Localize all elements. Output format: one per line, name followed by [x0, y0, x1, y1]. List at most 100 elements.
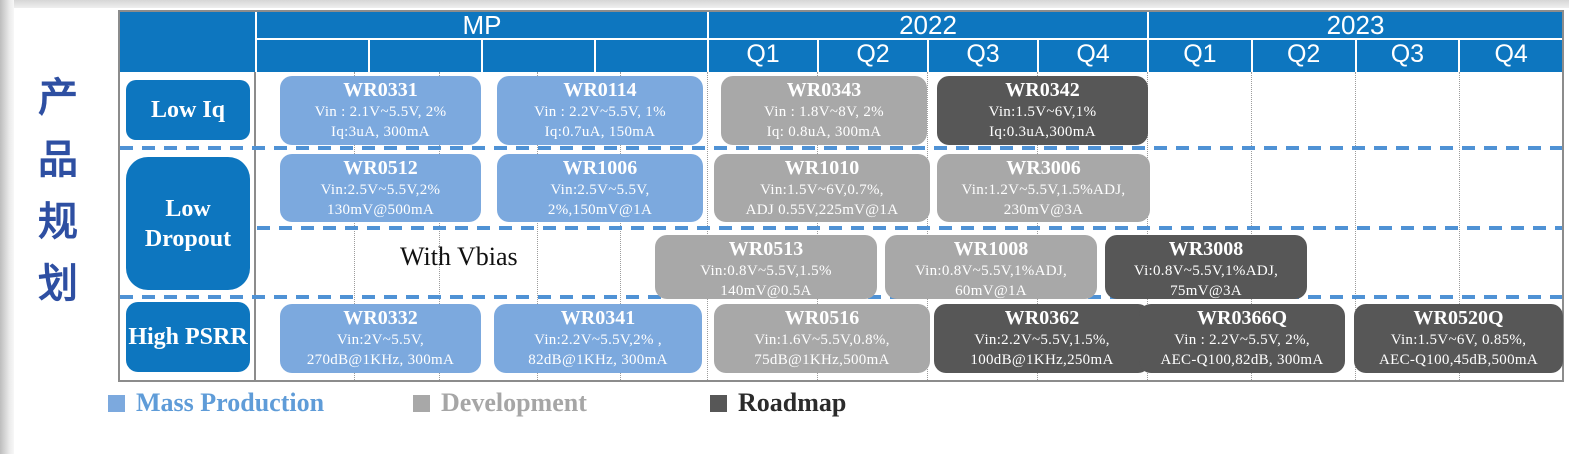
product-spec: 100dB@1KHz,250mA — [970, 352, 1114, 368]
header-quarter-cell: Q3 — [927, 40, 1037, 72]
roadmap-table: MP 2022 Q1 Q2 Q3 Q4 2023 — [118, 10, 1564, 382]
product-spec: 75mV@3A — [1170, 283, 1242, 299]
page-edge-top — [0, 0, 1569, 8]
product-spec: Vin:1.5V~6V,0.7%, — [760, 182, 884, 198]
product-name: WR3006 — [1006, 157, 1081, 179]
header-quarter-cell: Q4 — [1037, 40, 1147, 72]
product-name: WR1010 — [784, 157, 860, 179]
row-label-low-dropout: Low Dropout — [126, 157, 250, 290]
header-subcell — [368, 40, 481, 72]
header-subcell — [481, 40, 594, 72]
product-spec: Vin:0.8V~5.5V,1.5% — [700, 263, 832, 279]
roadmap-body: Low Iq Low Dropout High PSRR With Vbias … — [120, 72, 1563, 380]
product-name: WR0362 — [1004, 307, 1080, 329]
product-name: WR0343 — [786, 79, 862, 101]
header-quarter-cell: Q1 — [746, 40, 780, 68]
product-spec: Vin:2.2V~5.5V,1.5%, — [974, 332, 1110, 348]
product-spec: Vin:1.5V~6V,1% — [988, 104, 1097, 120]
product-spec: AEC-Q100,82dB, 300mA — [1160, 352, 1324, 368]
legend-swatch-mass-production — [108, 394, 125, 412]
product-name: WR0520Q — [1413, 307, 1504, 329]
product-spec: Vin : 2.1V~5.5V, 2% — [314, 104, 447, 120]
product-spec: Iq:0.7uA, 150mA — [544, 124, 656, 140]
product-spec: Vin : 1.8V~8V, 2% — [764, 104, 884, 120]
product-spec: Vin:2V~5.5V, — [336, 332, 425, 348]
row-label-low-iq: Low Iq — [126, 80, 250, 140]
product-spec: Vin : 2.2V~5.5V, 1% — [534, 104, 666, 120]
header-corner-cell — [120, 12, 257, 72]
vertical-page-title: 产品规划 — [32, 76, 77, 324]
product-card-wr3008: WR3008 Vi:0.8V~5.5V,1%ADJ, 75mV@3A — [1105, 235, 1307, 299]
product-spec: Iq: 0.8uA, 300mA — [766, 124, 882, 140]
header-group-mp: MP — [257, 12, 707, 72]
product-card-wr1008: WR1008 Vin:0.8V~5.5V,1%ADJ, 60mV@1A — [885, 235, 1097, 299]
product-card-wr0366q: WR0366Q Vin : 2.2V~5.5V, 2%, AEC-Q100,82… — [1139, 304, 1345, 373]
product-card-wr0342: WR0342 Vin:1.5V~6V,1% Iq:0.3uA,300mA — [937, 76, 1148, 145]
header-group-label: 2023 — [1149, 12, 1562, 40]
product-card-wr0341: WR0341 Vin:2.2V~5.5V,2% , 82dB@1KHz, 300… — [494, 304, 702, 373]
header-subcell — [257, 40, 368, 72]
product-name: WR0332 — [343, 307, 418, 329]
header-subrow-mp — [257, 40, 707, 72]
legend-label: Development — [441, 388, 587, 417]
product-spec: Vin : 2.2V~5.5V, 2%, — [1174, 332, 1310, 348]
product-name: WR0114 — [563, 79, 637, 101]
product-card-wr0516: WR0516 Vin:1.6V~5.5V,0.8%, 75dB@1KHz,500… — [714, 304, 930, 373]
header-quarter-cell: Q3 — [1354, 40, 1459, 72]
product-spec: Vi:0.8V~5.5V,1%ADJ, — [1133, 263, 1279, 279]
product-name: WR0513 — [728, 238, 804, 260]
legend-item-mass-production: Mass Production — [108, 388, 324, 418]
product-name: WR0341 — [560, 307, 636, 329]
header-group-2023: 2023 Q1 Q2 Q3 Q4 — [1147, 12, 1562, 72]
product-card-wr0512: WR0512 Vin:2.5V~5.5V,2% 130mV@500mA — [280, 154, 481, 222]
product-spec: 270dB@1KHz, 300mA — [306, 352, 455, 368]
product-spec: Iq:3uA, 300mA — [331, 124, 430, 140]
legend-swatch-roadmap — [710, 394, 727, 412]
product-card-wr0331: WR0331 Vin : 2.1V~5.5V, 2% Iq:3uA, 300mA — [280, 76, 481, 145]
product-card-wr0332: WR0332 Vin:2V~5.5V, 270dB@1KHz, 300mA — [280, 304, 481, 373]
label-column-divider — [254, 72, 256, 380]
product-spec: Vin:1.2V~5.5V,1.5%ADJ, — [961, 182, 1126, 198]
product-name: WR1008 — [953, 238, 1029, 260]
product-card-wr3006: WR3006 Vin:1.2V~5.5V,1.5%ADJ, 230mV@3A — [937, 154, 1150, 222]
product-card-wr1010: WR1010 Vin:1.5V~6V,0.7%, ADJ 0.55V,225mV… — [714, 154, 930, 222]
product-name: WR0516 — [784, 307, 860, 329]
product-card-wr0114: WR0114 Vin : 2.2V~5.5V, 1% Iq:0.7uA, 150… — [497, 76, 703, 145]
row-label-high-psrr: High PSRR — [126, 302, 250, 372]
page-edge-left — [0, 0, 14, 454]
product-spec: 60mV@1A — [955, 283, 1027, 299]
product-spec: 2%,150mV@1A — [547, 202, 653, 218]
product-spec: Vin:2.5V~5.5V, — [550, 182, 650, 198]
legend-item-development: Development — [413, 388, 587, 418]
product-card-wr1006: WR1006 Vin:2.5V~5.5V, 2%,150mV@1A — [497, 154, 703, 222]
row-separator-dashed — [257, 226, 1562, 230]
product-spec: AEC-Q100,45dB,500mA — [1378, 352, 1539, 368]
product-spec: 75dB@1KHz,500mA — [754, 352, 890, 368]
with-vbias-label: With Vbias — [400, 242, 518, 271]
timeline-header: MP 2022 Q1 Q2 Q3 Q4 2023 — [120, 12, 1562, 72]
product-name: WR0366Q — [1197, 307, 1287, 329]
header-subcell — [594, 40, 707, 72]
product-spec: ADJ 0.55V,225mV@1A — [745, 202, 899, 218]
header-subrow-2023: Q1 Q2 Q3 Q4 — [1149, 40, 1562, 72]
legend-item-roadmap: Roadmap — [710, 388, 846, 418]
header-quarter-cell: Q2 — [1250, 40, 1355, 72]
product-name: WR3008 — [1168, 238, 1244, 260]
product-spec: Vin:2.5V~5.5V,2% — [320, 182, 441, 198]
product-spec: Vin:2.2V~5.5V,2% , — [534, 332, 662, 348]
header-group-label: 2022 — [709, 12, 1147, 40]
product-spec: 82dB@1KHz, 300mA — [528, 352, 668, 368]
product-name: WR0331 — [343, 79, 418, 101]
product-spec: Iq:0.3uA,300mA — [989, 124, 1096, 140]
header-quarter-cell: Q1 — [1183, 40, 1217, 68]
legend-label: Mass Production — [136, 388, 325, 417]
product-spec: 130mV@500mA — [326, 202, 435, 218]
product-card-wr0343: WR0343 Vin : 1.8V~8V, 2% Iq: 0.8uA, 300m… — [721, 76, 927, 145]
product-card-wr0520q: WR0520Q Vin:1.5V~6V, 0.85%, AEC-Q100,45d… — [1354, 304, 1563, 373]
legend-label: Roadmap — [738, 388, 847, 417]
product-name: WR0512 — [343, 157, 418, 179]
product-spec: 230mV@3A — [1003, 202, 1084, 218]
header-group-label: MP — [257, 12, 707, 40]
product-spec: Vin:1.5V~6V, 0.85%, — [1390, 332, 1527, 348]
